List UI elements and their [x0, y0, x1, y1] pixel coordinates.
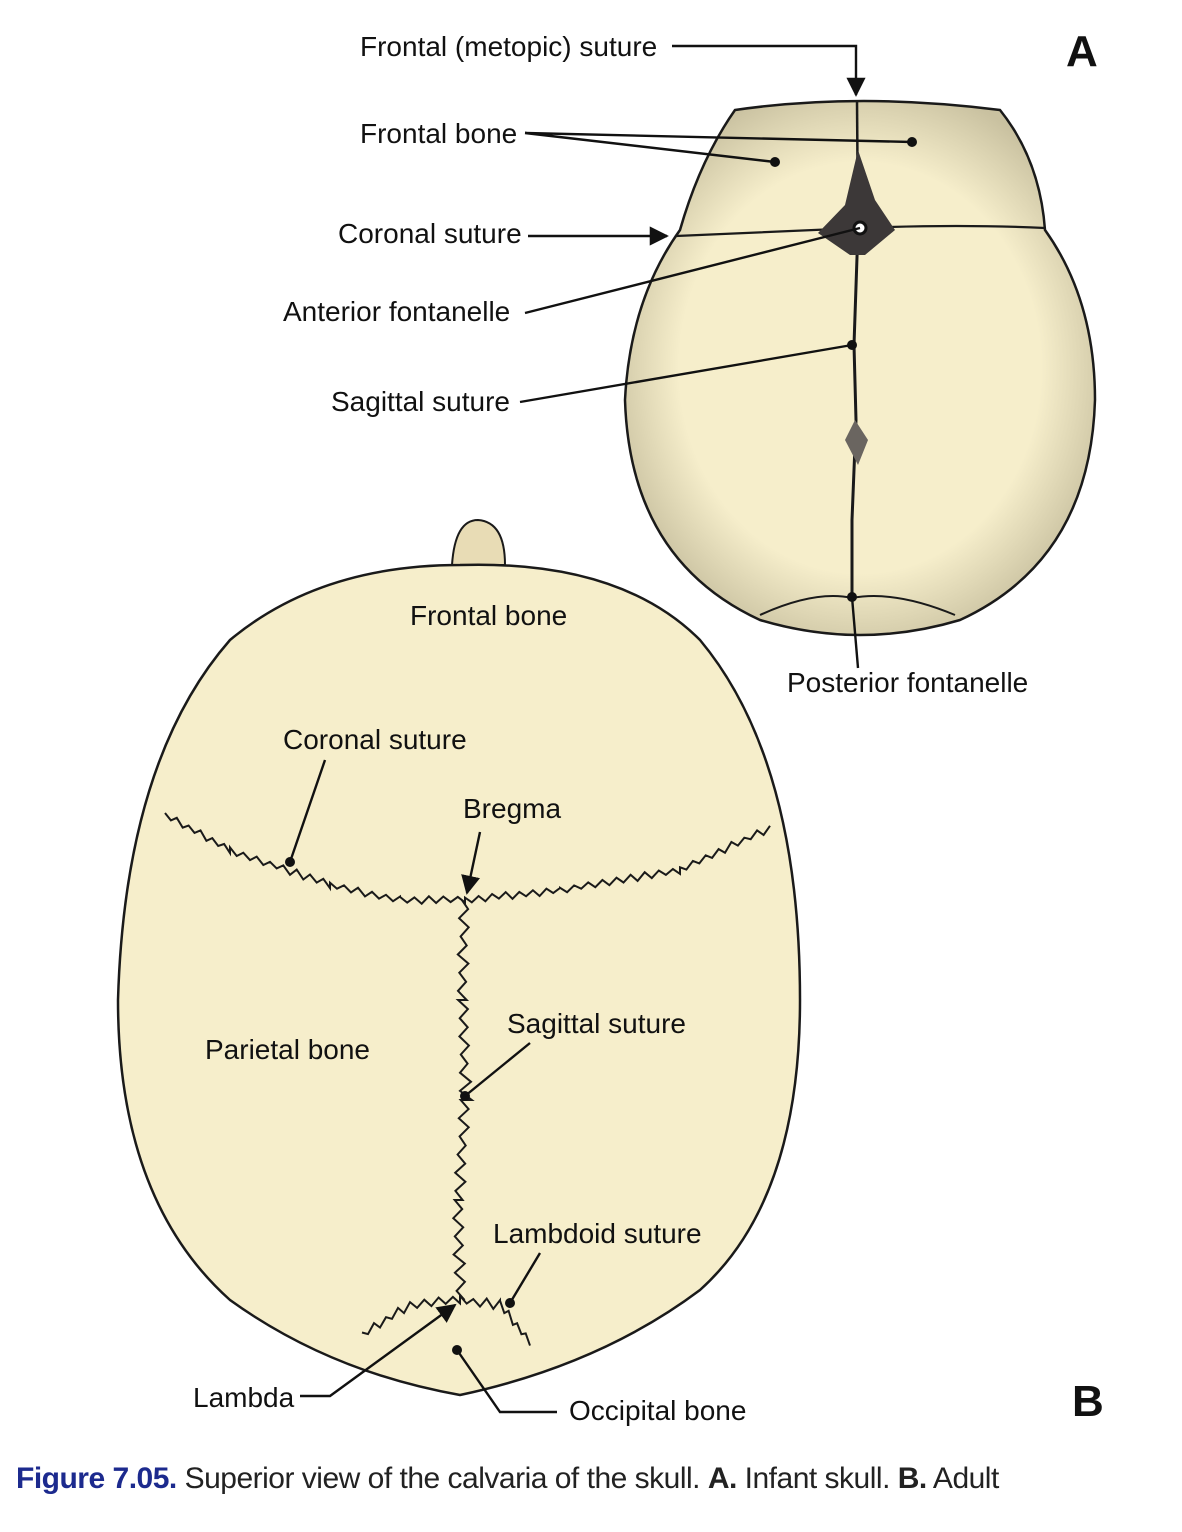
adult-lambdoid-suture	[361, 1293, 531, 1346]
caption-label-a: A.	[707, 1462, 738, 1495]
label-occipital-bone: Occipital bone	[569, 1395, 746, 1426]
label-parietal-bone: Parietal bone	[205, 1034, 370, 1065]
caption-label-b: B.	[897, 1462, 928, 1495]
caption-text-3: Adult	[926, 1462, 999, 1495]
figure-caption: Figure 7.05. Superior view of the calvar…	[16, 1462, 999, 1496]
caption-text-2: Infant skull.	[736, 1462, 898, 1495]
infant-sagittal-suture	[850, 227, 860, 598]
infant-skull	[623, 99, 1097, 637]
label-lambda: Lambda	[193, 1382, 295, 1413]
label-coronal-suture-b: Coronal suture	[283, 724, 467, 755]
adult-coronal-suture	[164, 812, 771, 906]
label-posterior-fontanelle: Posterior fontanelle	[787, 667, 1028, 698]
label-frontal-bone-b: Frontal bone	[410, 600, 567, 631]
adult-skull	[116, 518, 802, 1397]
adult-skull-outline	[116, 563, 802, 1397]
label-sagittal-suture-b: Sagittal suture	[507, 1008, 686, 1039]
label-lambdoid-suture: Lambdoid suture	[493, 1218, 702, 1249]
label-coronal-suture-a: Coronal suture	[338, 218, 522, 249]
label-anterior-fontanelle: Anterior fontanelle	[283, 296, 510, 327]
caption-text-1: Superior view of the calvaria of the sku…	[176, 1462, 708, 1495]
anterior-fontanelle	[818, 150, 895, 255]
mid-sagittal-fontanelle	[845, 420, 868, 465]
label-bregma: Bregma	[463, 793, 561, 824]
nasal-bone-nub	[450, 518, 507, 566]
panel-letter-b: B	[1072, 1377, 1104, 1426]
label-metopic-suture: Frontal (metopic) suture	[360, 31, 657, 62]
infant-skull-outline	[623, 99, 1097, 637]
label-sagittal-suture-a: Sagittal suture	[331, 386, 510, 417]
figure-number: Figure 7.05.	[16, 1462, 177, 1495]
label-frontal-bone-a: Frontal bone	[360, 118, 517, 149]
panel-letter-a: A	[1066, 27, 1098, 76]
